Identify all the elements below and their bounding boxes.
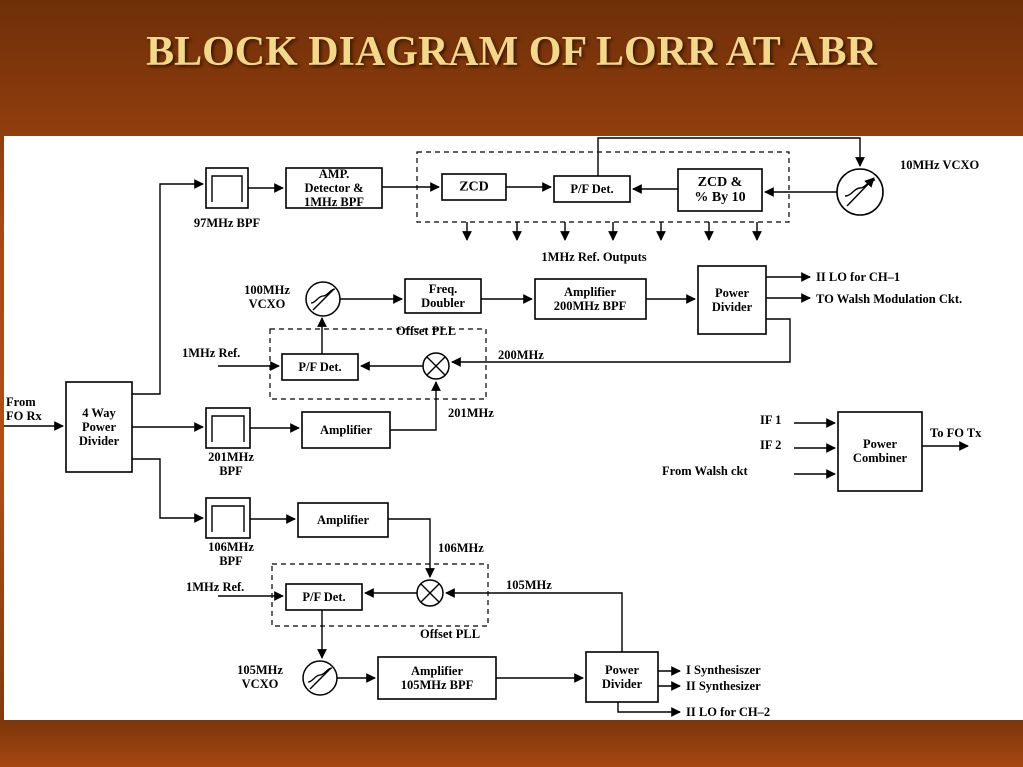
wire-amp106-mixer2 (388, 518, 435, 578)
to-fo-tx-label: To FO Tx (930, 426, 982, 440)
pf-det-mid-label: P/F Det. (298, 360, 342, 374)
footer-band (0, 720, 1023, 767)
bpf-97-label: 97MHz BPF (193, 216, 261, 230)
amp-201-label: Amplifier (319, 423, 373, 437)
amp-106-block (297, 502, 389, 538)
zcd-div10-block (677, 168, 763, 212)
bpf-201-label: 201MHz BPF (208, 450, 254, 478)
zcd-block (441, 173, 507, 201)
ii-synth-label: II Synthesizer (686, 679, 761, 693)
offset-pll-1-label: Offset PLL (395, 324, 457, 338)
slide-title: BLOCK DIAGRAM OF LORR AT ABR (146, 29, 877, 75)
f-200mhz-label: 200MHz (498, 348, 544, 362)
wire-divider-lo2 (617, 702, 681, 717)
block-diagram: AMP. Detector & 1MHz BPF ZCD P/F Det. ZC… (4, 136, 1023, 720)
ref-1mhz-b-label: 1MHz Ref. (186, 580, 245, 594)
zcd-label: ZCD (459, 179, 489, 195)
pf-det-mid-block (281, 353, 359, 381)
power-divider-1-label: Power Divider (711, 286, 753, 314)
amp-200-label: Amplifier 200MHz BPF (553, 285, 627, 313)
ii-lo-ch2-label: II LO for CH–2 (686, 705, 771, 719)
bpf-106-symbol (211, 505, 245, 532)
ref-outputs-label: 1MHz Ref. Outputs (541, 250, 647, 264)
ref-1mhz-a-label: 1MHz Ref. (182, 346, 241, 360)
ref-output-arrows (462, 222, 762, 241)
amp-detector-block (285, 167, 383, 209)
wire-to-bpf106 (132, 458, 204, 523)
bpf-97-symbol (211, 175, 243, 202)
wire-divider-mixer2 (445, 588, 623, 652)
diagram-canvas (4, 137, 969, 717)
amp-105-label: Amplifier 105MHz BPF (400, 664, 474, 692)
four-way-divider-label: 4 Way Power Divider (78, 406, 120, 448)
pf-det-bot-block (285, 583, 363, 611)
f-106mhz-label: 106MHz (438, 541, 484, 555)
power-divider-1-block (697, 265, 767, 335)
amp-201-block (301, 411, 391, 449)
vcxo-100-symbol (305, 281, 341, 317)
mixer-1-symbol (422, 352, 450, 380)
mixer-2-symbol (416, 579, 444, 607)
freq-doubler-block (404, 278, 482, 314)
wire-amp201-mixer1 (390, 381, 441, 431)
zcd-div10-label: ZCD & % By 10 (694, 175, 746, 205)
vcxo-10-symbol (836, 168, 884, 216)
walsh-mod-label: TO Walsh Modulation Ckt. (816, 292, 963, 306)
amp-detector-label: AMP. Detector & 1MHz BPF (303, 167, 365, 209)
wire-to-bpf97 (132, 179, 204, 395)
i-synth-label: I Synthesiszer (686, 663, 761, 677)
from-walsh-label: From Walsh ckt (662, 464, 748, 478)
offset-pll-2-label: Offset PLL (419, 627, 481, 641)
pf-det-bot-label: P/F Det. (302, 590, 346, 604)
pf-det-top-block (553, 175, 631, 203)
bpf-201-symbol (211, 415, 245, 442)
if1-label: IF 1 (760, 413, 782, 427)
bpf-106-block (205, 497, 251, 539)
f-201mhz-label: 201MHz (448, 406, 494, 420)
offset-pll-2-box (271, 563, 489, 627)
if2-label: IF 2 (760, 438, 782, 452)
ii-lo-ch1-label: II LO for CH–1 (816, 270, 901, 284)
power-combiner-label: Power Combiner (852, 437, 908, 465)
vcxo-10-label: 10MHz VCXO (900, 158, 980, 172)
vcxo-105-label: 105MHz VCXO (237, 663, 283, 691)
vcxo-100-label: 100MHz VCXO (244, 283, 290, 311)
from-fo-rx-label: From FO Rx (6, 395, 42, 423)
power-combiner-block (837, 411, 923, 492)
f-105mhz-label: 105MHz (506, 578, 552, 592)
pf-det-top-label: P/F Det. (570, 182, 614, 196)
wire-divider-mixer1 (451, 318, 791, 367)
offset-pll-1-box (269, 328, 487, 400)
power-divider-2-block (585, 651, 659, 703)
amp-106-label: Amplifier (316, 513, 370, 527)
power-divider-2-label: Power Divider (601, 663, 643, 691)
bpf-106-label: 106MHz BPF (208, 540, 254, 568)
vcxo-105-symbol (302, 660, 338, 696)
four-way-divider-block (65, 381, 133, 473)
freq-doubler-label: Freq. Doubler (421, 282, 465, 310)
bpf-201-block (205, 407, 251, 449)
wire-pfdet-vcxo10 (597, 137, 865, 176)
